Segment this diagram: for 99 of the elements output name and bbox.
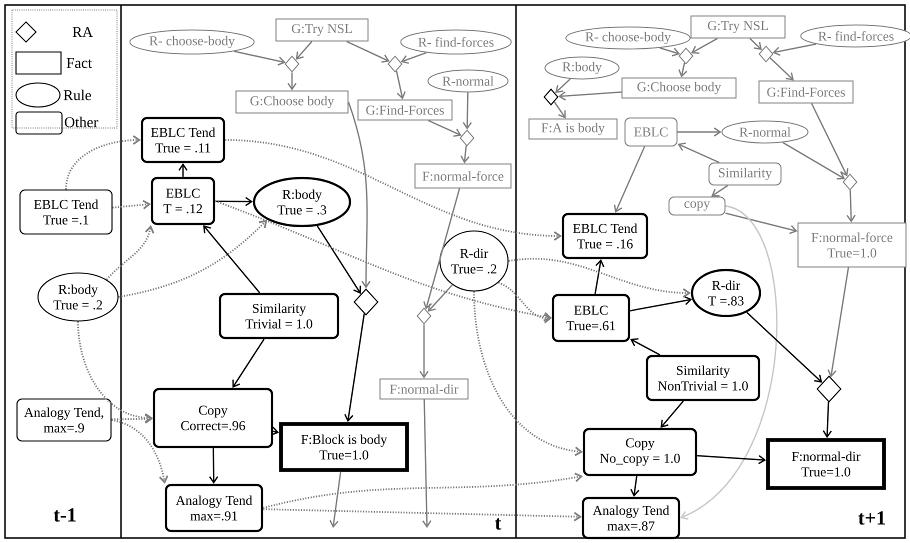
fact-box: F:A is body: [528, 118, 618, 140]
arrow: [419, 324, 429, 378]
arrow: [346, 40, 390, 63]
fact-box: F:normal-dir True=1.0: [766, 438, 886, 490]
legend-text: Other: [64, 116, 98, 128]
arrow: [630, 296, 692, 312]
node-box: Analogy Tend max=.91: [164, 484, 264, 532]
arrow: [348, 102, 371, 288]
arrow: [316, 225, 362, 294]
arrow: [822, 402, 832, 438]
node-box: EBLC Tend True = .16: [562, 212, 648, 260]
fact-box: F:normal-force: [414, 164, 512, 188]
arrow: [554, 101, 566, 118]
dotted-arrow: [112, 200, 151, 210]
dotted-arrow: [106, 225, 154, 280]
fact-box: G:Try NSL: [690, 16, 786, 38]
fact-box: G:Try NSL: [276, 18, 368, 42]
arrow: [614, 146, 646, 213]
dotted-arrow: [77, 322, 153, 423]
arrow: [428, 284, 453, 312]
dotted-arrow: [225, 139, 562, 241]
fact-box: F:normal-force True=1.0: [798, 222, 906, 268]
arrow: [460, 146, 470, 164]
arrow: [555, 78, 571, 94]
arrow: [772, 43, 816, 56]
arrow: [329, 472, 342, 528]
arrow: [846, 190, 856, 222]
arrow: [209, 448, 218, 484]
dotted-arrow: [65, 135, 141, 190]
node-box: EBLC Tend True =.1: [19, 189, 113, 235]
arrow: [770, 57, 794, 80]
dotted-arrow: [473, 292, 583, 456]
time-label: t: [495, 518, 502, 530]
node-box: EBLC Tend True = .11: [140, 116, 226, 164]
arrow: [462, 92, 472, 130]
arrow: [811, 103, 848, 177]
fact-box: G:Choose body: [236, 90, 348, 114]
node-box: EBLC T = .12: [150, 176, 216, 226]
arrow: [594, 259, 604, 294]
dotted-arrow: [498, 282, 552, 324]
dotted-arrow: [508, 258, 691, 298]
arrow: [270, 426, 280, 436]
arrow: [344, 314, 365, 422]
arrow: [678, 127, 722, 137]
dotted-arrow: [263, 508, 582, 522]
dotted-arrow: [112, 414, 153, 424]
arrow: [428, 120, 462, 137]
arrow: [782, 142, 846, 180]
arrow: [422, 399, 432, 528]
node-box: Copy Correct=.96: [152, 388, 274, 448]
node-label: R- find-forces: [818, 31, 894, 41]
node-box: EBLC True=.61: [552, 294, 630, 342]
arrow: [232, 338, 265, 388]
time-label: t+1: [858, 511, 885, 525]
arrow: [697, 454, 766, 464]
arrow: [215, 196, 253, 206]
arrow: [400, 52, 427, 64]
fact-box: G:Find-Forces: [358, 100, 452, 120]
time-label: t-1: [54, 508, 76, 522]
node-box: Copy No_copy = 1.0: [582, 428, 698, 476]
arrow: [678, 142, 720, 164]
arrow: [630, 338, 660, 356]
fact-box: F:normal-dir: [380, 378, 468, 400]
arrow: [234, 50, 286, 66]
fact-box: F:Block is body True=1.0: [279, 422, 409, 472]
arrow: [711, 184, 728, 196]
dotted-arrow: [262, 472, 583, 509]
legend-text: Fact: [66, 58, 92, 68]
arrow: [660, 47, 680, 57]
arrow: [680, 205, 778, 520]
arrow: [630, 476, 640, 497]
arrow: [296, 41, 312, 60]
arrow: [396, 70, 406, 100]
node-box: Similarity NonTrivial = 1.0: [646, 354, 760, 402]
node-box: Analogy Tend, max=.9: [16, 398, 112, 442]
arrow: [691, 38, 718, 54]
legend-text: Rule: [64, 90, 92, 100]
node-box: Analogy Tend max=.87: [582, 496, 680, 540]
dotted-arrow: [214, 200, 552, 322]
arrow: [423, 188, 460, 310]
arrow: [827, 267, 850, 378]
fact-box: G:Choose body: [622, 78, 736, 98]
dotted-arrow: [118, 220, 268, 298]
arrow: [749, 38, 762, 50]
dotted-arrow: [111, 419, 168, 484]
node-box: EBLC: [624, 118, 678, 146]
arrow: [203, 225, 260, 294]
arrow: [678, 62, 688, 78]
fact-box: G:Find-Forces: [758, 80, 854, 104]
arrow: [287, 72, 297, 90]
arrow: [725, 212, 798, 234]
arrow: [558, 91, 622, 101]
legend-text: RA: [72, 27, 93, 37]
node-box: Similarity Trivial = 1.0: [218, 292, 340, 340]
arrow: [178, 163, 188, 177]
arrow: [660, 400, 684, 428]
arrow: [746, 312, 822, 383]
node-box: Similarity: [708, 162, 782, 186]
node-box: copy: [668, 196, 726, 216]
